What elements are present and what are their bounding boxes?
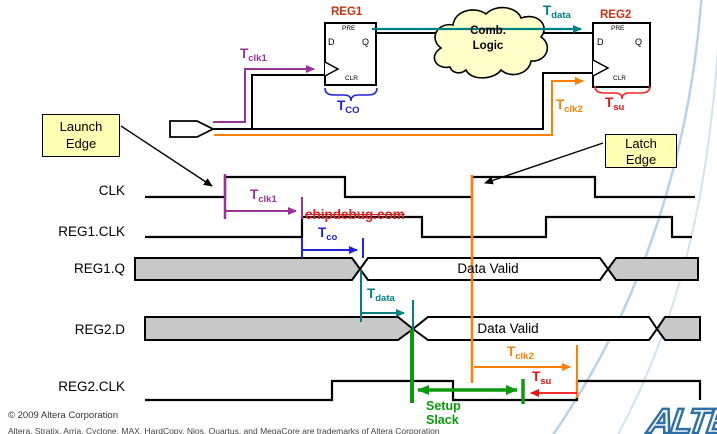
setup-slack-label: Setup Slack bbox=[426, 399, 461, 427]
clock-source-symbol bbox=[169, 120, 216, 138]
comb-logic-cloud bbox=[433, 6, 549, 79]
tclk2-circuit-label: Tclk2 bbox=[556, 97, 583, 115]
reg1-flipflop-box bbox=[324, 22, 377, 86]
reg2-pre-pin: PRE bbox=[611, 25, 625, 32]
latch-edge-callout: Latch Edge bbox=[605, 134, 677, 168]
tdata-circuit-label: Tdata bbox=[543, 3, 571, 21]
tclk1-wave-label: Tclk1 bbox=[250, 187, 277, 205]
reg2-clr-pin: CLR bbox=[613, 75, 627, 82]
tclk1-path-arrow bbox=[213, 65, 315, 123]
latch-edge-line2: Edge bbox=[625, 152, 657, 167]
cloud-label: Comb. Logic bbox=[458, 24, 518, 54]
tco-wave-label: Tco bbox=[318, 225, 338, 243]
row-label-reg1q: REG1.Q bbox=[73, 261, 125, 276]
reg1-d-pin: D bbox=[328, 37, 335, 47]
reg2-flipflop-box bbox=[592, 22, 651, 88]
reg1-pre-pin: PRE bbox=[342, 25, 356, 32]
altera-logo: ALTERA bbox=[644, 401, 717, 434]
tco-measure bbox=[301, 238, 364, 258]
row-label-clk: CLK bbox=[98, 183, 125, 198]
reg1q-bus bbox=[134, 257, 699, 281]
copyright-text: © 2009 Altera Corporation bbox=[8, 410, 118, 421]
reg2d-data-valid-label: Data Valid bbox=[477, 321, 539, 336]
row-label-reg2clk: REG2.CLK bbox=[58, 379, 125, 394]
reg2-title: REG2 bbox=[600, 9, 632, 21]
tsu-circuit-label: Tsu bbox=[605, 95, 625, 113]
tdata-measure bbox=[360, 270, 414, 330]
cloud-label-line2: Logic bbox=[472, 40, 504, 52]
tclk1-circuit-label: Tclk1 bbox=[240, 46, 267, 64]
reg1-q-pin: Q bbox=[362, 37, 370, 47]
cloud-label-line1: Comb. bbox=[470, 25, 506, 37]
reg1-title: REG1 bbox=[331, 6, 363, 18]
tclk1-measure bbox=[223, 174, 303, 219]
launch-edge-callout: Launch Edge bbox=[42, 114, 120, 157]
tsu-brace bbox=[594, 85, 651, 100]
tco-brace bbox=[324, 87, 378, 102]
setup-slack-line2: Slack bbox=[426, 413, 459, 427]
reg1q-data-valid-label: Data Valid bbox=[457, 261, 519, 276]
setup-slack-line1: Setup bbox=[426, 399, 461, 413]
reg2-d-pin: D bbox=[597, 37, 604, 47]
reg1clk-waveform bbox=[145, 215, 692, 239]
tdata-wave-label: Tdata bbox=[367, 286, 395, 304]
setup-slack-measure bbox=[410, 330, 525, 404]
launch-edge-line1: Launch bbox=[59, 119, 103, 134]
reg2-q-pin: Q bbox=[635, 37, 643, 47]
tsu-wave-label: Tsu bbox=[532, 369, 552, 387]
tclk2-wave-label: Tclk2 bbox=[507, 344, 534, 362]
latch-edge-line1: Latch bbox=[625, 136, 657, 151]
launch-edge-arrow bbox=[120, 125, 213, 187]
reg2d-bus bbox=[144, 316, 701, 341]
watermark-text: chipdebug.com bbox=[305, 207, 405, 222]
row-label-reg2d: REG2.D bbox=[74, 322, 125, 337]
clk-waveform bbox=[145, 175, 695, 199]
reg1-clr-pin: CLR bbox=[345, 75, 359, 82]
launch-edge-line2: Edge bbox=[65, 136, 97, 151]
background-swoosh-curves bbox=[551, 0, 717, 434]
trademarks-text: Altera, Stratix, Arria, Cyclone, MAX, Ha… bbox=[8, 426, 440, 434]
row-label-reg1clk: REG1.CLK bbox=[58, 224, 125, 239]
reg2clk-waveform bbox=[145, 379, 702, 402]
tco-circuit-label: TCO bbox=[337, 98, 360, 116]
tclk2-path-arrow bbox=[214, 77, 584, 136]
latch-edge-line bbox=[470, 175, 578, 398]
